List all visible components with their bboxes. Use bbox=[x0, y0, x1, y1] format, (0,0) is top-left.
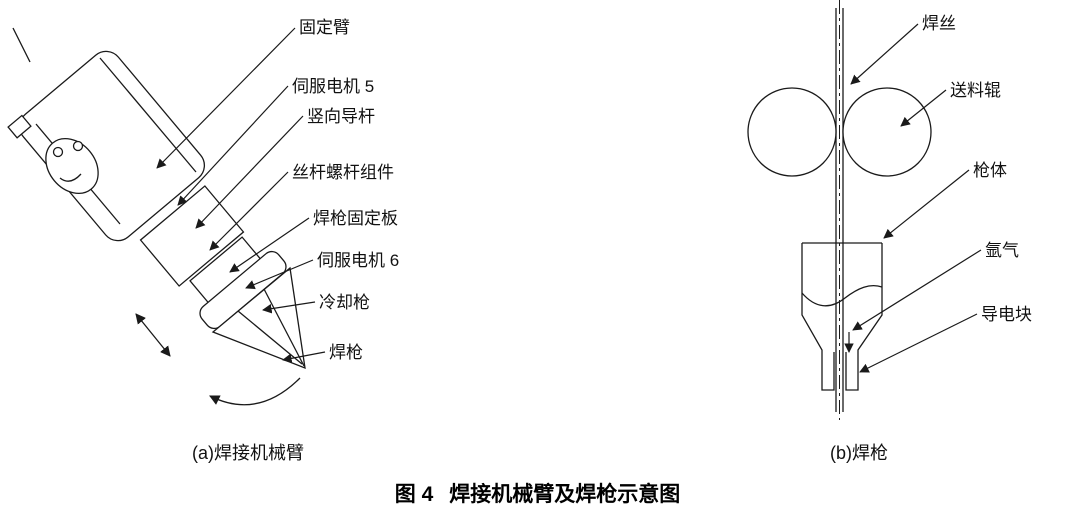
label-welding-gun: 焊枪 bbox=[329, 343, 363, 362]
robot-arm-drawing bbox=[7, 27, 306, 406]
leader-welding-wire bbox=[850, 23, 919, 85]
label-cooling-gun: 冷却枪 bbox=[319, 293, 370, 312]
arm-face-detail bbox=[45, 138, 99, 194]
leader-cooling-gun bbox=[262, 301, 316, 314]
figure-number: 图 4 bbox=[394, 483, 434, 506]
motion-double-arrow bbox=[135, 313, 171, 357]
label-vertical-guide-rod: 竖向导杆 bbox=[307, 107, 375, 126]
caption-a: (a)焊接机械臂 bbox=[192, 443, 304, 463]
leader-welding-gun bbox=[282, 351, 326, 364]
leader-fixed-arm bbox=[156, 27, 296, 169]
figure-title-text: 焊接机械臂及焊枪示意图 bbox=[449, 483, 681, 506]
gun-body-outline bbox=[801, 242, 883, 391]
figure-title: 图 4 焊接机械臂及焊枪示意图 bbox=[0, 478, 1075, 508]
label-argon-gas: 氩气 bbox=[985, 241, 1019, 260]
label-screw-rod-assembly: 丝杆螺杆组件 bbox=[292, 163, 394, 182]
arm-side-tab bbox=[7, 114, 32, 139]
liquid-wave-line bbox=[801, 284, 883, 307]
leader-conductive-block bbox=[859, 313, 978, 373]
leader-vertical-guide-rod bbox=[195, 115, 304, 229]
feed-roller-right bbox=[842, 87, 932, 177]
welding-wire-line bbox=[835, 0, 844, 420]
feed-roller-left bbox=[747, 87, 837, 177]
label-welding-wire: 焊丝 bbox=[922, 14, 956, 33]
welding-gun-drawing bbox=[747, 0, 932, 420]
leader-feed-roller bbox=[900, 89, 947, 127]
arm-antenna-line bbox=[12, 27, 31, 63]
leader-gun-fixing-plate bbox=[229, 217, 310, 273]
leader-screw-rod-assembly bbox=[209, 171, 289, 251]
label-feed-roller: 送料辊 bbox=[950, 81, 1001, 100]
rotation-curved-arrow bbox=[209, 377, 301, 406]
label-conductive-block: 导电块 bbox=[981, 305, 1032, 324]
leader-argon-gas bbox=[852, 249, 982, 331]
leader-servo-motor-6 bbox=[245, 259, 314, 290]
leader-arrows-left bbox=[156, 27, 326, 364]
leader-gun-body bbox=[883, 169, 970, 239]
leader-servo-motor-5 bbox=[177, 85, 289, 206]
label-fixed-arm: 固定臂 bbox=[299, 18, 350, 37]
label-servo-motor-6: 伺服电机 6 bbox=[317, 251, 400, 270]
label-gun-body: 枪体 bbox=[973, 161, 1007, 180]
caption-b: (b)焊枪 bbox=[830, 443, 888, 463]
label-servo-motor-5: 伺服电机 5 bbox=[292, 77, 375, 96]
label-gun-fixing-plate: 焊枪固定板 bbox=[313, 209, 398, 228]
leader-arrows-right bbox=[850, 23, 982, 373]
arm-body-crease-top bbox=[99, 57, 197, 173]
vertical-guide-section bbox=[139, 185, 245, 287]
